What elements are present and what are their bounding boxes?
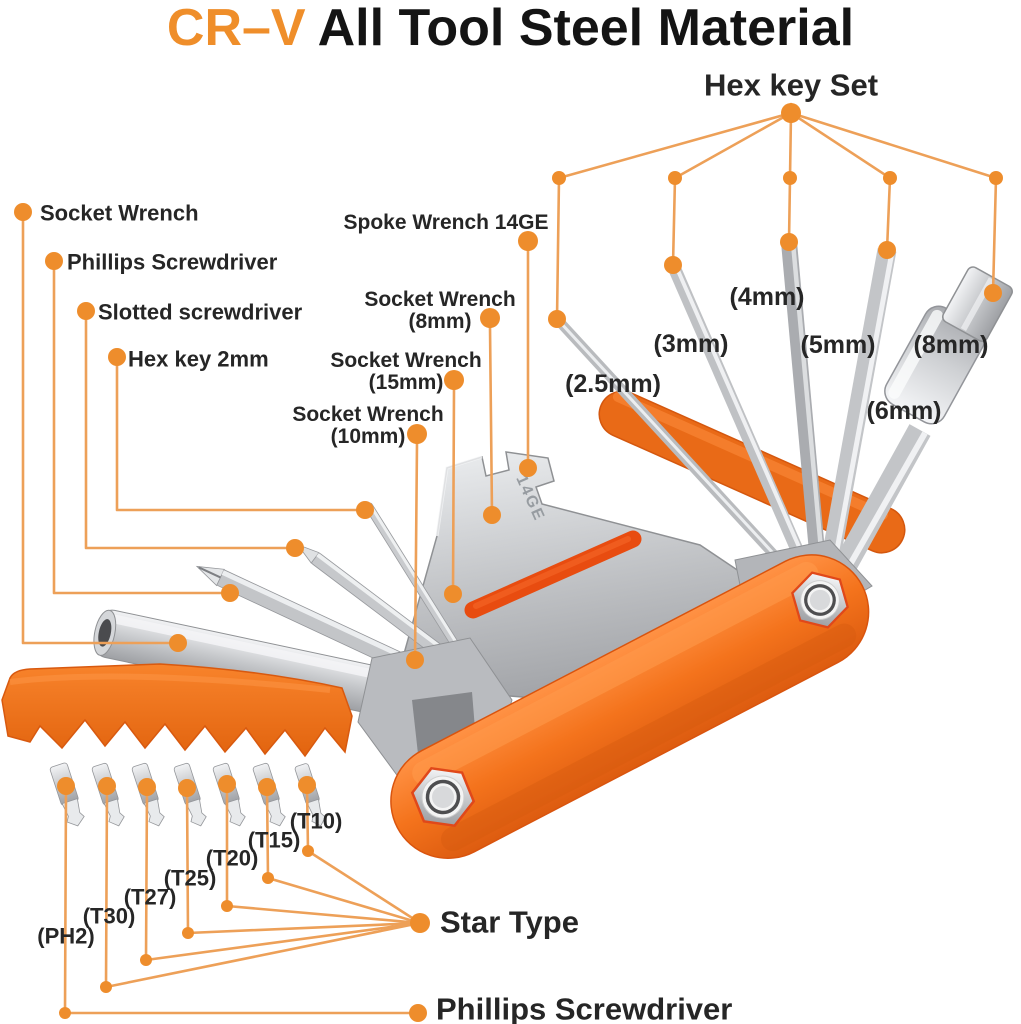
label-bit-t20: (T20) [205, 845, 259, 871]
callout-line-slotted [84, 318, 297, 550]
callout-line-phillips [52, 268, 232, 595]
label-socket-wrench-8mm: Socket Wrench (8mm) [364, 287, 516, 333]
label-bit-t30: (T30) [82, 903, 136, 929]
bit-ph2 [49, 762, 85, 827]
label-socket-wrench-10mm-line1: Socket Wrench [292, 402, 444, 426]
label-hex-2-5mm: (2.5mm) [565, 369, 661, 398]
label-phillips-screwdriver-bottom: Phillips Screwdriver [436, 991, 733, 1024]
label-spoke-wrench: Spoke Wrench 14GE [343, 210, 549, 234]
callout-line-socket15 [451, 387, 456, 596]
label-hex-key-2mm: Hex key 2mm [128, 346, 269, 372]
bit-t30 [91, 762, 125, 827]
star-bit-holder [1, 663, 353, 827]
label-socket-wrench-8mm-line1: Socket Wrench [364, 287, 516, 311]
label-bit-t25: (T25) [163, 865, 217, 891]
slotted-screwdriver-tool [296, 543, 448, 660]
main-handle [390, 554, 870, 859]
label-socket-wrench-8mm-line2: (8mm) [408, 310, 472, 333]
label-bit-t10: (T10) [289, 808, 343, 834]
title-rest: All Tool Steel Material [317, 0, 855, 57]
label-hex-3mm: (3mm) [653, 329, 729, 358]
socket-hex-bore [98, 619, 112, 647]
handle-bolt-lower [410, 766, 476, 828]
label-bit-ph2: (PH2) [37, 923, 95, 949]
callout-line-hex2mm [115, 364, 367, 512]
star-bits [49, 762, 326, 827]
label-hex-4mm: (4mm) [729, 282, 805, 311]
label-hex-5mm: (5mm) [800, 330, 876, 359]
callout-line-socket10 [413, 441, 419, 662]
bit-t20 [212, 762, 246, 827]
label-socket-wrench-10mm-line2: (10mm) [330, 425, 406, 448]
label-hex-8mm: (8mm) [913, 330, 989, 359]
label-socket-wrench-15mm-line2: (15mm) [368, 371, 444, 394]
label-phillips-screwdriver: Phillips Screwdriver [67, 249, 278, 275]
label-bit-t15: (T15) [247, 827, 301, 853]
label-bit-t27: (T27) [123, 884, 177, 910]
label-star-type: Star Type [440, 904, 579, 940]
title-brand: CR–V [166, 0, 306, 57]
label-hex-key-set: Hex key Set [703, 67, 879, 103]
callout-line-socket8 [488, 325, 494, 517]
handle-bolt-upper [791, 571, 849, 629]
label-socket-wrench-15mm-line1: Socket Wrench [330, 348, 482, 372]
label-socket-wrench-15mm: Socket Wrench (15mm) [330, 348, 482, 394]
label-socket-wrench-10mm: Socket Wrench (10mm) [292, 402, 444, 448]
callout-line-socket-wrench [21, 219, 180, 645]
label-socket-wrench: Socket Wrench [40, 200, 199, 226]
label-hex-6mm: (6mm) [866, 396, 942, 425]
callout-dots [14, 103, 1003, 1022]
label-slotted-screwdriver: Slotted screwdriver [98, 299, 303, 325]
